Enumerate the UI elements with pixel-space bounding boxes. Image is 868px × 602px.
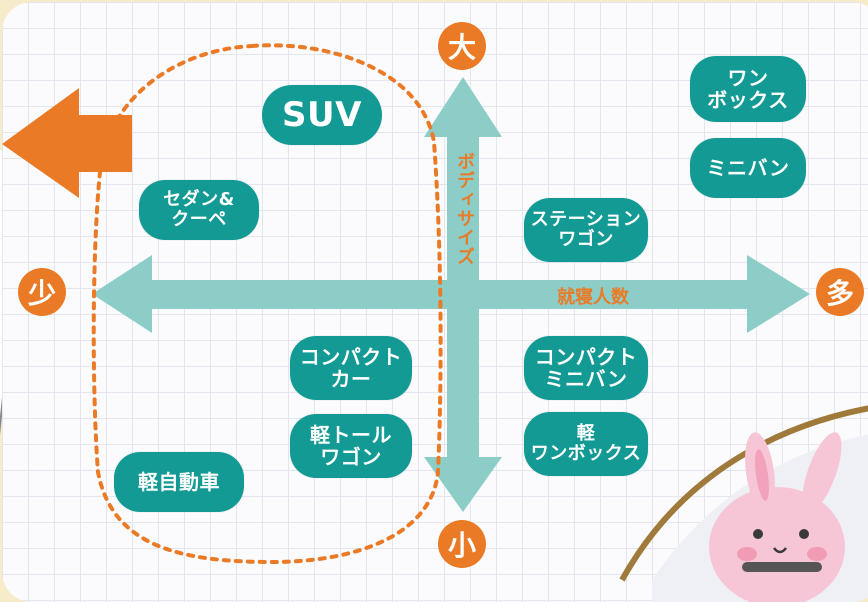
sedan-line1: セダン& <box>163 188 235 210</box>
sedan-coupe-label: セダン& クーペ <box>139 180 259 240</box>
axis-bottom-small-badge: 小 <box>438 520 486 568</box>
one-box-label: ワン ボックス <box>690 56 806 122</box>
kei-tall-wagon-line1: 軽トール <box>310 422 392 447</box>
rabbit-illustration <box>709 432 845 602</box>
kei-one-box-line2: ワンボックス <box>530 443 642 464</box>
horizontal-axis-label: 就寝人数 <box>557 287 629 308</box>
decorative-curve <box>619 405 868 582</box>
suv-label: SUV <box>262 85 382 145</box>
sedan-line2: クーペ <box>171 209 227 230</box>
compact-minivan-line2: ミニバン <box>544 367 628 391</box>
kei-car-text: 軽自動車 <box>138 469 220 494</box>
left-orange-arrow <box>2 88 132 198</box>
compact-minivan-label: コンパクト ミニバン <box>524 336 648 400</box>
axis-left-few-badge: 少 <box>18 268 66 316</box>
dotted-group-outline <box>91 43 443 565</box>
compact-car-line2: カー <box>330 367 372 391</box>
compact-car-label: コンパクト カー <box>290 336 412 400</box>
minivan-text: ミニバン <box>706 155 790 180</box>
kei-one-box-line1: 軽 <box>576 422 596 444</box>
axis-right-many-badge: 多 <box>816 268 864 316</box>
kei-tall-wagon-label: 軽トール ワゴン <box>290 414 412 478</box>
compact-car-line1: コンパクト <box>299 344 403 369</box>
axis-top-large-badge: 大 <box>438 22 486 70</box>
station-wagon-label: ステーション ワゴン <box>524 198 648 262</box>
one-box-line1: ワン <box>727 65 769 90</box>
vertical-axis-label: ボディサイズ <box>454 152 475 266</box>
kei-one-box-label: 軽 ワンボックス <box>524 412 648 476</box>
minivan-label: ミニバン <box>690 138 806 198</box>
kei-car-label: 軽自動車 <box>114 452 244 512</box>
one-box-line2: ボックス <box>707 88 789 112</box>
station-wagon-line2: ワゴン <box>558 229 614 250</box>
suv-text: SUV <box>282 94 362 135</box>
station-wagon-line1: ステーション <box>530 208 642 230</box>
compact-minivan-line1: コンパクト <box>534 344 638 369</box>
vertical-axis-arrow <box>424 77 502 512</box>
kei-tall-wagon-line2: ワゴン <box>320 445 382 469</box>
